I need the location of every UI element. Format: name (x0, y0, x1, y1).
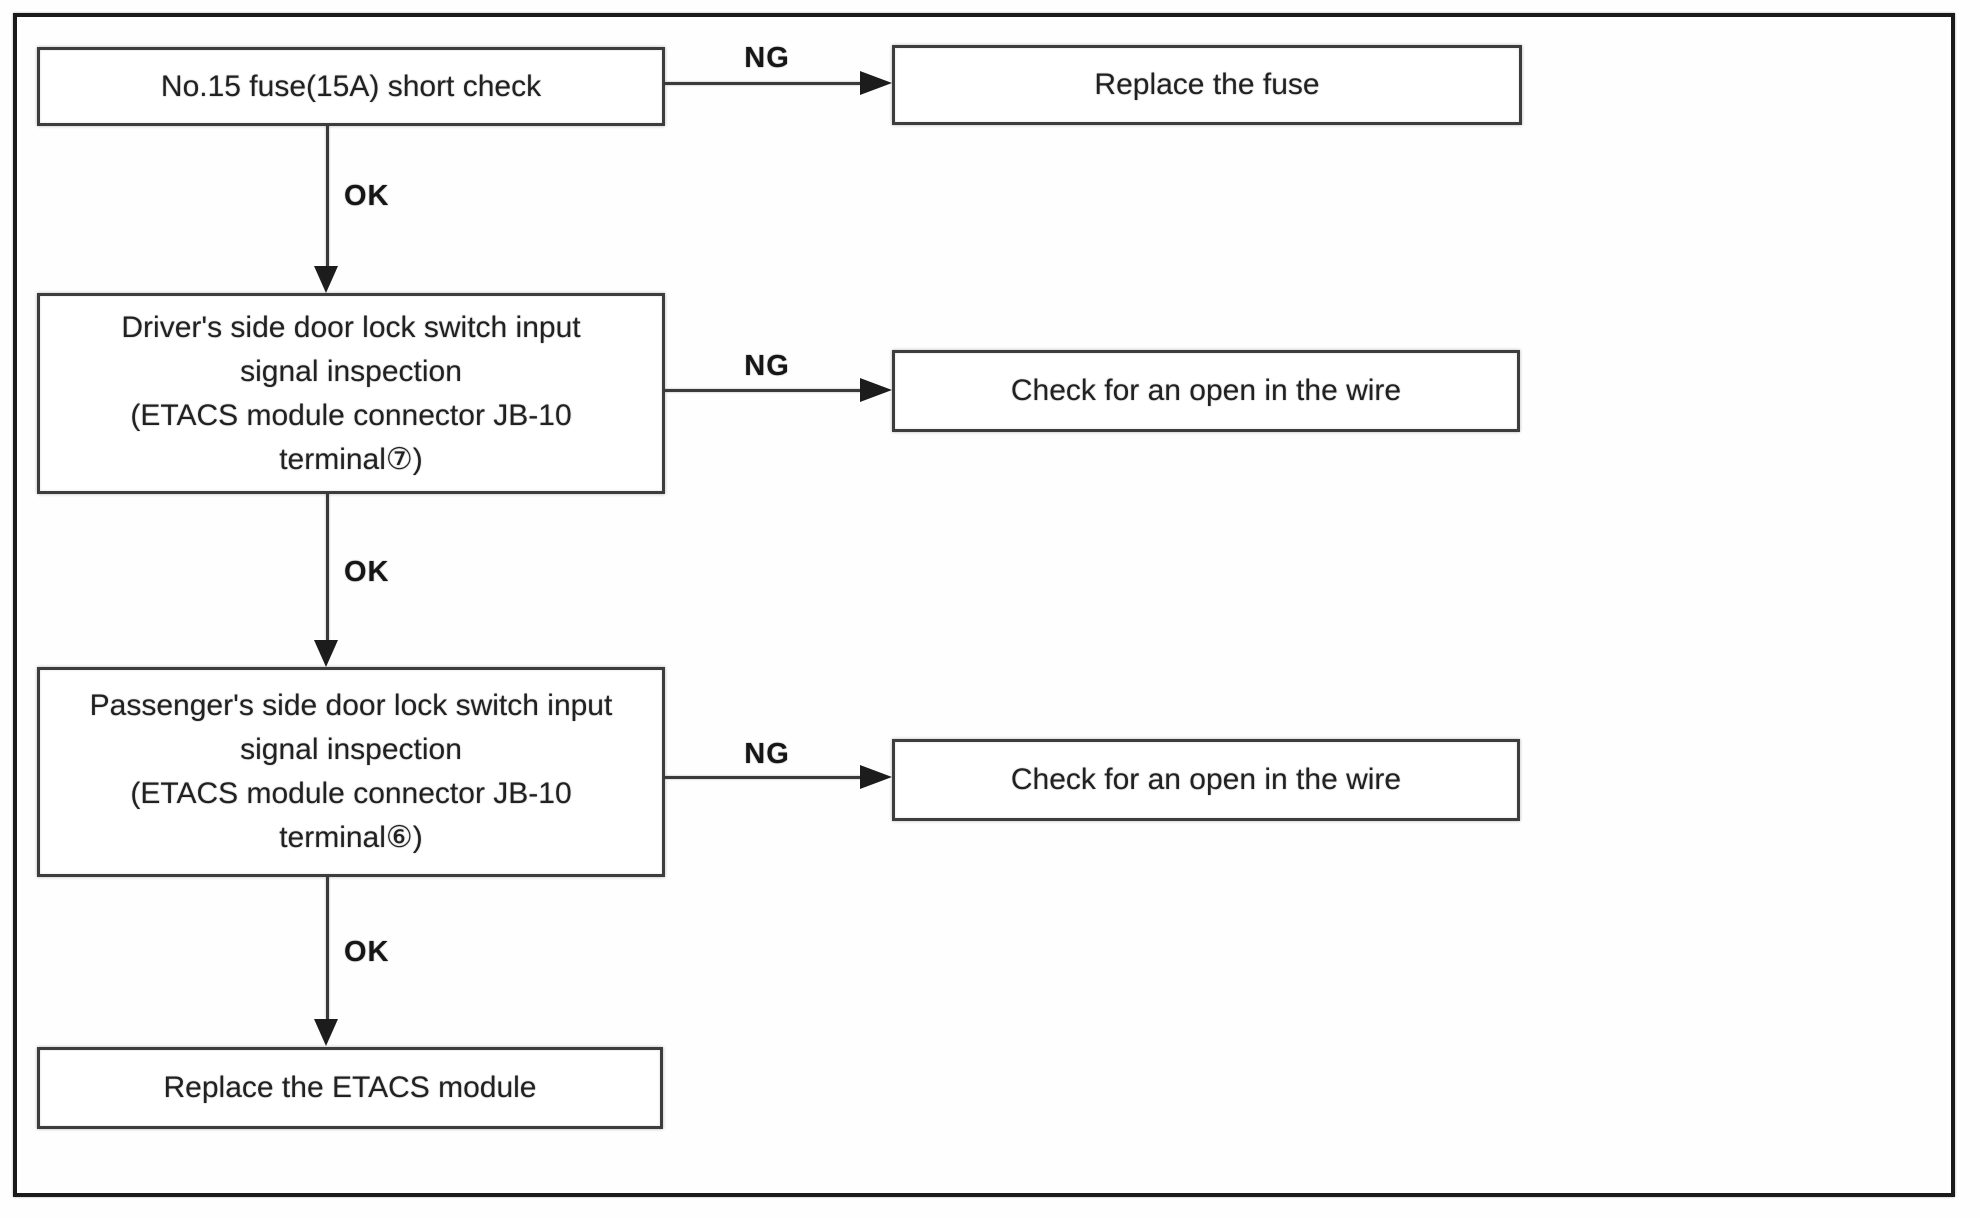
flow-result-check-open-wire-2: Check for an open in the wire (892, 739, 1520, 821)
arrow-down-icon (314, 640, 338, 667)
flow-step-line: (ETACS module connector JB-10 (130, 777, 572, 810)
ok-label-2: OK (344, 556, 390, 588)
flow-step-fuse-short-check: No.15 fuse(15A) short check (37, 47, 665, 126)
arrow-right-icon (860, 71, 892, 95)
flow-step-line: Driver's side door lock switch input (121, 310, 581, 344)
flow-result-text: Replace the fuse (1094, 68, 1320, 101)
ok-arrow-2-line (326, 494, 329, 641)
flow-step-line: Passenger's side door lock switch input (89, 689, 613, 722)
flow-step-text: No.15 fuse(15A) short check (160, 69, 542, 103)
flow-step-line: signal inspection (240, 733, 462, 766)
ok-arrow-1-line (326, 126, 329, 267)
flow-result-text: Check for an open in the wire (1010, 374, 1402, 407)
flow-result-text: Check for an open in the wire (1010, 763, 1402, 796)
flow-step-passenger-door-lock-switch-inspection: Passenger's side door lock switch input … (37, 667, 665, 877)
ng-label-3: NG (744, 738, 790, 770)
ng-arrow-3-line (665, 776, 863, 779)
flow-step-line: terminal⑦) (279, 442, 423, 476)
ok-label-1: OK (344, 180, 390, 212)
ok-label-3: OK (344, 936, 390, 968)
arrow-down-icon (314, 266, 338, 293)
flow-step-replace-etacs-module: Replace the ETACS module (37, 1047, 663, 1129)
flow-result-check-open-wire-1: Check for an open in the wire (892, 350, 1520, 432)
arrow-right-icon (860, 378, 892, 402)
ng-arrow-1-line (665, 82, 863, 85)
flow-step-line: (ETACS module connector JB-10 (130, 398, 572, 432)
arrow-down-icon (314, 1019, 338, 1046)
ng-label-1: NG (744, 42, 790, 74)
flow-step-line: terminal⑥) (279, 821, 423, 854)
ng-arrow-2-line (665, 389, 863, 392)
ng-label-2: NG (744, 350, 790, 382)
flow-step-driver-door-lock-switch-inspection: Driver's side door lock switch input sig… (37, 293, 665, 494)
arrow-right-icon (860, 765, 892, 789)
flow-step-line: signal inspection (240, 354, 462, 388)
diagram-border (13, 13, 1955, 1197)
flow-step-text: Replace the ETACS module (163, 1071, 537, 1104)
ok-arrow-3-line (326, 877, 329, 1020)
flow-result-replace-fuse: Replace the fuse (892, 45, 1522, 125)
